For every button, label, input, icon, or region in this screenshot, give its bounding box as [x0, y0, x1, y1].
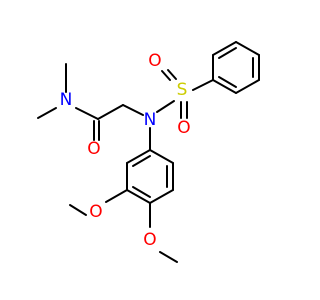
bond-n-methyl-left	[37, 107, 57, 119]
atom-o-methoxy-2: O	[143, 230, 156, 250]
amide-bonds	[37, 63, 144, 141]
ring-inner-bond	[132, 155, 151, 167]
bond-carbonyl-ch2	[97, 104, 124, 120]
atom-o-methoxy-1: O	[89, 202, 102, 222]
bond-s-o-up-2	[161, 70, 171, 81]
ring-inner-bond	[132, 186, 151, 198]
bond-ome1-methyl	[69, 204, 87, 216]
atom-o-sulfonyl-1: O	[148, 51, 161, 71]
structure-diagram: N O N S O O O O	[37, 41, 260, 263]
ring-bond	[149, 149, 174, 164]
bond-ome2-methyl	[159, 251, 178, 263]
ring-bond	[126, 149, 151, 164]
ring-bond	[235, 41, 260, 56]
bond-ring-ome1	[105, 189, 128, 203]
bond-s-phenyl	[192, 79, 214, 91]
bond-n-carbonyl	[75, 107, 99, 120]
atom-n-amine: N	[144, 110, 157, 130]
ring-bond	[126, 189, 151, 204]
ring-bond	[212, 41, 237, 56]
atom-s: S	[177, 80, 188, 100]
atom-n-amide: N	[60, 90, 73, 110]
ring-bond	[235, 79, 260, 94]
ring-bond	[212, 79, 237, 94]
bond-ch2-n	[122, 104, 144, 116]
dimethoxyphenyl-ring	[126, 149, 174, 204]
bond-s-o-up	[167, 69, 177, 80]
phenyl-ring	[212, 41, 260, 94]
atom-o-amide: O	[87, 139, 100, 159]
molecule-drawing: N O N S O O O O	[37, 41, 260, 263]
ring-inner-bond	[218, 47, 237, 59]
ring-inner-bond	[218, 76, 237, 88]
bond-n-s	[156, 100, 175, 113]
atom-o-sulfonyl-2: O	[177, 118, 190, 138]
ring-bond	[149, 189, 174, 204]
